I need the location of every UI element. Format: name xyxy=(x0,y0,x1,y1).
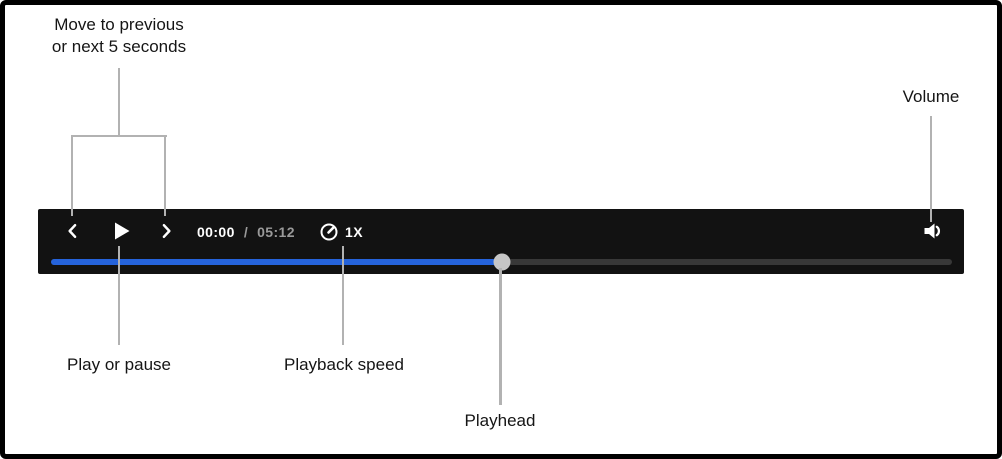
play-icon xyxy=(115,222,130,240)
skip-annotation-label: Move to previous or next 5 seconds xyxy=(52,14,186,58)
play-pause-button[interactable] xyxy=(107,217,135,245)
playhead-handle[interactable] xyxy=(493,253,510,271)
playback-speed-button[interactable]: 1X xyxy=(319,219,363,245)
progress-track[interactable] xyxy=(51,253,952,271)
total-duration: 05:12 xyxy=(257,224,295,240)
volume-annotation-label: Volume xyxy=(902,87,960,106)
current-time: 00:00 xyxy=(197,224,235,240)
skip-annotation-line1: Move to previous xyxy=(54,15,184,34)
skip-callout-stem xyxy=(118,68,120,137)
player-control-bar: 00:00 / 05:12 1X xyxy=(38,209,964,274)
time-separator: / xyxy=(243,224,249,240)
speed-callout-line xyxy=(342,246,344,345)
skip-forward-button[interactable] xyxy=(152,217,180,245)
progress-fill xyxy=(51,259,502,265)
playhead-callout-line xyxy=(499,268,502,405)
time-display: 00:00 / 05:12 xyxy=(197,224,295,240)
volume-icon xyxy=(924,223,941,239)
speed-gauge-icon xyxy=(320,223,338,241)
speed-annotation-label: Playback speed xyxy=(283,355,405,374)
skip-callout-drop-right xyxy=(164,137,166,216)
chevron-left-icon xyxy=(68,223,77,239)
skip-callout-drop-left xyxy=(71,137,73,216)
play-callout-line xyxy=(118,246,120,345)
playback-speed-value: 1X xyxy=(345,224,364,240)
skip-annotation-line2: or next 5 seconds xyxy=(51,37,187,56)
skip-callout-bracket xyxy=(71,135,167,137)
volume-button[interactable] xyxy=(918,217,946,245)
chevron-right-icon xyxy=(162,223,171,239)
skip-back-button[interactable] xyxy=(59,217,87,245)
playhead-annotation-label: Playhead xyxy=(464,411,536,430)
volume-callout-line xyxy=(930,116,932,222)
play-annotation-label: Play or pause xyxy=(67,355,171,374)
